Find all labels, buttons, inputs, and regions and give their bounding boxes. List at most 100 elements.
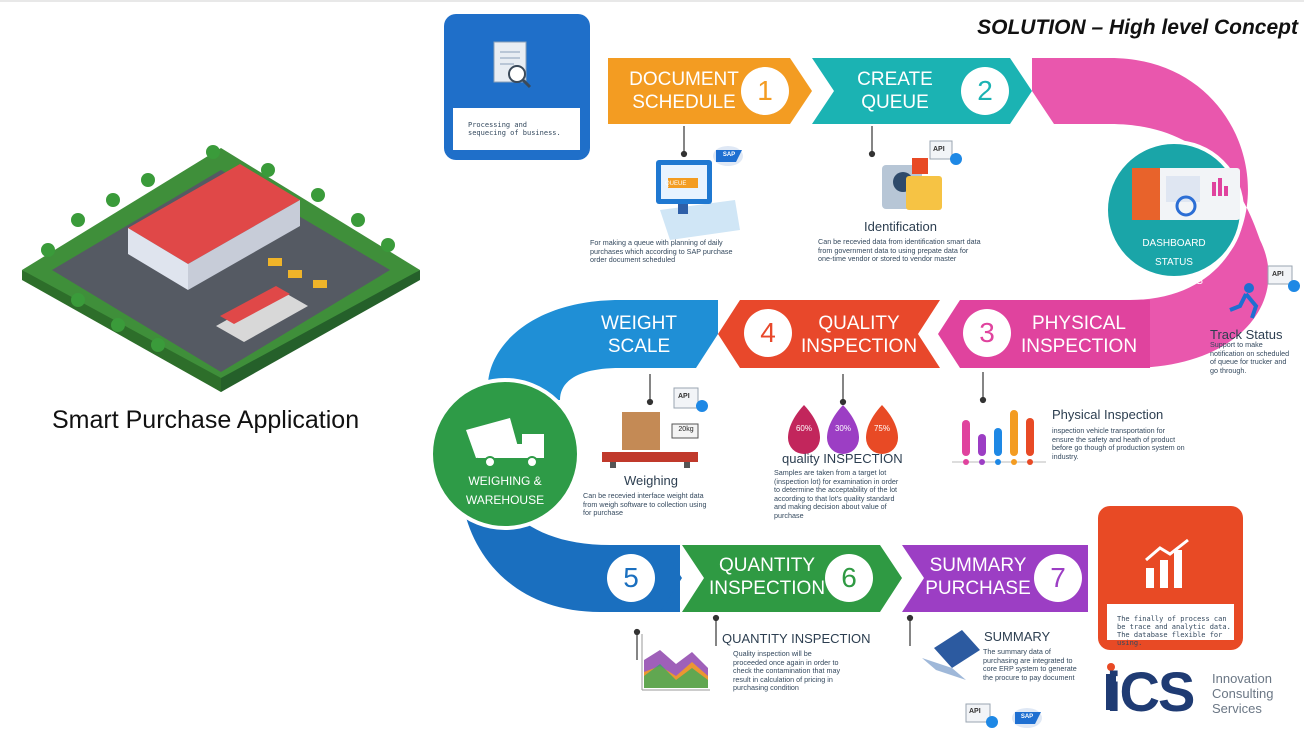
physical-bars-icon — [952, 410, 1046, 465]
step3-label: PHYSICAL INSPECTION — [1014, 312, 1144, 358]
step4-line2: INSPECTION — [800, 336, 918, 357]
quality-caption: quality INSPECTION — [782, 451, 903, 466]
step5-badge — [607, 554, 655, 602]
step7-line2: PURCHASE — [925, 578, 1031, 599]
physical-caption: Physical Inspection — [1052, 407, 1164, 422]
summary-desc: The summary data of purchasing are integ… — [983, 647, 1077, 682]
step6-number: 6 — [841, 562, 857, 593]
weigh-api-text: API — [678, 393, 690, 400]
step1-line2: SCHEDULE — [632, 92, 736, 113]
slide-title: SOLUTION – High level Concept — [977, 16, 1298, 39]
summary-api-icon — [965, 703, 998, 728]
step5-number: 5 — [623, 562, 639, 593]
track-status-caption: Track Status — [1210, 327, 1283, 342]
step2-line2: QUEUE — [861, 92, 929, 113]
weighing-line2: WAREHOUSE — [465, 493, 545, 507]
bottom-card-text: The finally of process can be trace and … — [1117, 615, 1231, 647]
top-rule — [0, 0, 1304, 2]
identification-desc: Can be recevied data from identification… — [818, 237, 981, 264]
step2-number: 2 — [977, 75, 993, 106]
physical-desc: inspection vehicle transportation for en… — [1052, 426, 1185, 461]
ics-line1: Innovation — [1212, 671, 1272, 686]
document-search-icon — [493, 41, 532, 89]
identification-icon — [882, 158, 942, 210]
connector-pins — [633, 126, 987, 660]
quantity-caption: QUANTITY INSPECTION — [722, 631, 871, 646]
api-gear-icon — [929, 140, 962, 165]
step1-number: 1 — [757, 75, 773, 106]
doc-schedule-desc: For making a queue with planning of dail… — [590, 238, 733, 265]
step3-line2: INSPECTION — [1020, 336, 1138, 357]
weight-scale-line1: WEIGHT — [601, 313, 677, 334]
step6-label: QUANTITY INSPECTION — [702, 554, 832, 600]
step2-label: CREATE QUEUE — [840, 68, 950, 114]
step1-badge — [741, 67, 789, 115]
step6-badge — [825, 554, 873, 602]
weight-scale-label: WEIGHT SCALE — [584, 312, 694, 358]
top-card-text: Processing and sequecing of business. — [468, 121, 561, 137]
ics-logo-text: iCS — [1106, 660, 1195, 723]
drop-3-text: 75% — [873, 424, 890, 433]
weighing-circle-label: WEIGHING & WAREHOUSE — [455, 472, 555, 510]
ics-line3: Services — [1212, 701, 1262, 716]
app-title: Smart Purchase Application — [52, 406, 360, 434]
step4-number: 4 — [760, 317, 776, 348]
weight-scale-band — [488, 300, 718, 400]
step4-badge — [744, 309, 792, 357]
summary-sap-text: SAP — [1020, 714, 1034, 720]
weighing-line1: WEIGHING & — [468, 474, 542, 488]
step7-label: SUMMARY PURCHASE — [922, 554, 1034, 600]
dashboard-screen-icon — [1132, 168, 1240, 220]
quality-desc: Samples are taken from a target lot (ins… — [774, 468, 899, 520]
step3-badge — [963, 309, 1011, 357]
dashboard-line2: &TRACKING — [1144, 276, 1204, 287]
step4-line1: QUALITY — [818, 313, 900, 334]
step7-badge — [1034, 554, 1082, 602]
step7-number: 7 — [1050, 562, 1066, 593]
summary-sap-icon — [1012, 708, 1042, 728]
ics-logo-mark — [1106, 663, 1116, 710]
weighing-desc: Can be recevied interface weight data fr… — [583, 491, 707, 518]
quantity-desc: Quality inspection will be proceeded onc… — [733, 649, 841, 693]
quality-drops — [788, 405, 898, 454]
dashboard-line1: DASHBOARD STATUS — [1142, 238, 1206, 268]
sap-cloud-badge — [713, 146, 743, 166]
identification-api-text: API — [933, 146, 945, 153]
step2-badge — [961, 67, 1009, 115]
weighing-caption: Weighing — [624, 473, 678, 488]
computer-queue-icon — [656, 160, 740, 240]
scale-reading: 20kg — [678, 426, 694, 433]
track-api-text: API — [1272, 271, 1284, 278]
queue-screen-text: QUEUE — [665, 181, 687, 187]
step4-label: QUALITY INSPECTION — [796, 312, 922, 358]
step7-line1: SUMMARY — [929, 555, 1027, 576]
growth-chart-icon — [1145, 538, 1189, 588]
track-api-icon — [1267, 265, 1300, 292]
sap-badge-text: SAP — [722, 152, 736, 158]
dump-truck-icon — [466, 418, 544, 468]
quantity-area-chart-icon — [641, 634, 710, 691]
weigh-api-icon — [673, 387, 708, 412]
step2-line1: CREATE — [857, 69, 933, 90]
ics-logo-subtitle: Innovation Consulting Services — [1212, 671, 1273, 716]
dashboard-label: DASHBOARD STATUS &TRACKING — [1128, 234, 1220, 291]
summary-api-text: API — [969, 708, 981, 715]
step3-number: 3 — [979, 317, 995, 348]
weight-scale-line2: SCALE — [607, 336, 671, 357]
step6-line2: INSPECTION — [708, 578, 826, 599]
drop-1-text: 60% — [795, 424, 812, 433]
laptop-icon — [922, 630, 980, 680]
track-status-desc: Support to make notification on schedule… — [1210, 340, 1290, 375]
weighing-scale-icon — [602, 412, 699, 468]
step1-line1: DOCUMENT — [629, 69, 739, 90]
runner-icon — [1229, 283, 1259, 319]
summary-caption: SUMMARY — [984, 629, 1051, 644]
identification-caption: Identification — [864, 219, 937, 234]
step1-label: DOCUMENT SCHEDULE — [616, 68, 752, 114]
step3-line1: PHYSICAL — [1032, 313, 1126, 334]
step6-line1: QUANTITY — [718, 555, 816, 576]
ics-line2: Consulting — [1212, 686, 1274, 701]
pink-curve — [1010, 58, 1269, 368]
drop-2-text: 30% — [834, 424, 851, 433]
